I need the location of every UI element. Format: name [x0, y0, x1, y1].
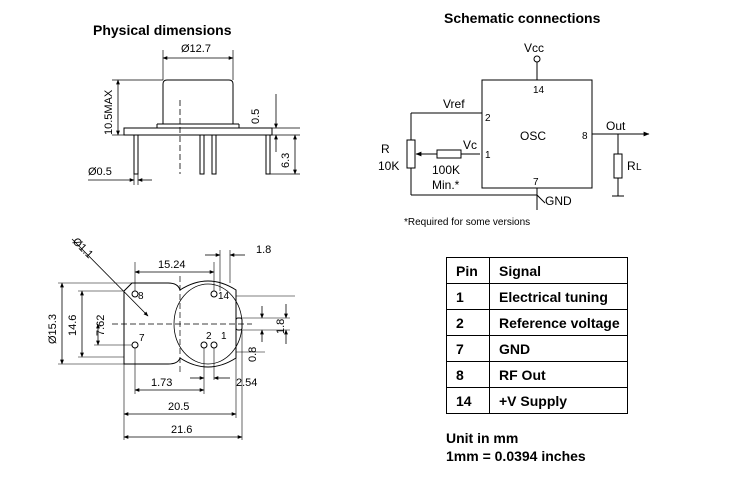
footnote: *Required for some versions — [404, 217, 530, 228]
signal-cell: +V Supply — [489, 387, 628, 414]
pin-cell: 7 — [446, 335, 490, 362]
signal-cell: Reference voltage — [489, 309, 628, 336]
rc-value: 100K — [432, 163, 460, 177]
table-row: 2 Reference voltage — [446, 309, 628, 336]
rl-label-main: R — [627, 159, 636, 173]
inner-length-label: 20.5 — [168, 401, 189, 413]
table-row: 8 RF Out — [446, 361, 628, 388]
vref-label: Vref — [443, 97, 465, 111]
edge-offset-label: 1.8 — [256, 244, 271, 256]
pin1-x-label: 1.73 — [151, 377, 172, 389]
pin-spacing-label: 15.24 — [158, 259, 186, 271]
out-pin: 8 — [582, 131, 588, 142]
right-offset-label: 1.8 — [275, 319, 287, 334]
side-width-label: Ø12.7 — [181, 43, 211, 55]
top-view — [58, 238, 295, 440]
vcc-pin: 14 — [533, 85, 545, 96]
header-pin: Pin — [446, 257, 490, 284]
schematic-heading: Schematic connections — [444, 10, 601, 26]
pin-number-1: 1 — [221, 331, 227, 342]
pin-number-8: 8 — [138, 291, 144, 302]
rl-label-sub: L — [636, 162, 642, 173]
vcc-label: Vcc — [524, 41, 544, 55]
gnd-pin: 7 — [533, 177, 539, 188]
side-standoff-label: 0.5 — [250, 109, 262, 124]
inner-height-label: 14.6 — [67, 315, 79, 336]
side-lead-length-label: 6.3 — [280, 153, 292, 168]
unit-line-2: 1mm = 0.0394 inches — [446, 448, 586, 464]
gnd-label: GND — [545, 194, 572, 208]
corner-dia-label: Ø1.1 — [70, 236, 95, 261]
vc-label: Vc — [463, 138, 477, 152]
table-row: 14 +V Supply — [446, 387, 628, 414]
signal-cell: RF Out — [489, 361, 628, 388]
side-height-label: 10.5MAX — [103, 89, 115, 135]
vc-pin: 1 — [485, 150, 491, 161]
pin-table: Pin Signal 1 Electrical tuning 2 Referen… — [446, 257, 628, 414]
unit-note: Unit in mm 1mm = 0.0394 inches — [446, 429, 586, 465]
bottom-offset-label: 0.8 — [247, 347, 259, 362]
pin-cell: 1 — [446, 283, 490, 310]
pin-cell: 14 — [446, 387, 490, 414]
table-row: 1 Electrical tuning — [446, 283, 628, 310]
rc-note: Min.* — [432, 178, 460, 192]
outer-length-label: 21.6 — [171, 424, 192, 436]
vref-pin: 2 — [485, 113, 491, 124]
half-spacing-label: 7.62 — [95, 315, 107, 336]
out-label: Out — [606, 119, 626, 133]
pin-cell: 8 — [446, 361, 490, 388]
osc-label: OSC — [520, 129, 546, 143]
header-signal: Signal — [489, 257, 628, 284]
pin-number-2: 2 — [206, 331, 212, 342]
pin-pitch-label: 2.54 — [236, 377, 257, 389]
pin-number-7: 7 — [139, 333, 145, 344]
table-row: 7 GND — [446, 335, 628, 362]
side-lead-dia-label: Ø0.5 — [88, 166, 112, 178]
physical-heading: Physical dimensions — [93, 22, 232, 38]
schematic — [406, 55, 650, 210]
side-view — [88, 50, 300, 185]
outer-dia-label: Ø15.3 — [47, 314, 59, 344]
signal-cell: Electrical tuning — [489, 283, 628, 310]
unit-line-1: Unit in mm — [446, 430, 519, 446]
pin-number-14: 14 — [218, 291, 230, 302]
table-header-row: Pin Signal — [446, 257, 628, 284]
pin-cell: 2 — [446, 309, 490, 336]
signal-cell: GND — [489, 335, 628, 362]
r-value: 10K — [378, 159, 399, 173]
r-label: R — [381, 142, 390, 156]
